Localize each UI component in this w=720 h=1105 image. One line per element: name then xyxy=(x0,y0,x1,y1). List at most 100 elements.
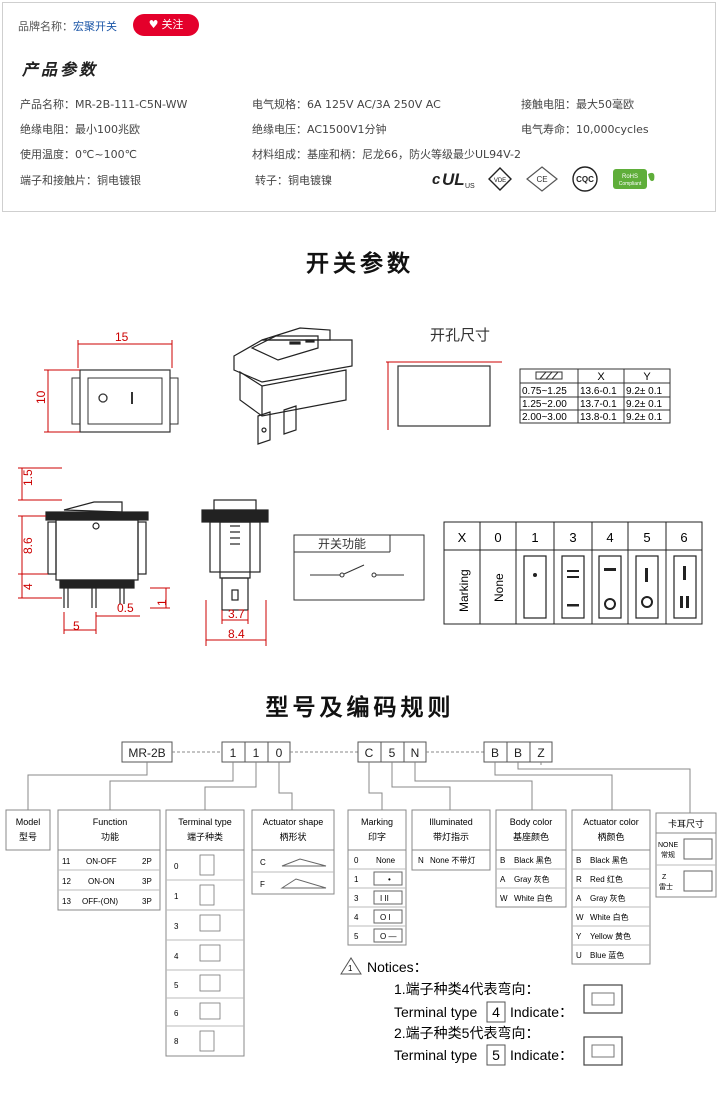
svg-text:C: C xyxy=(365,746,374,760)
svg-text:13: 13 xyxy=(62,897,71,906)
svg-text:1: 1 xyxy=(531,530,538,545)
svg-text:W: W xyxy=(500,894,508,903)
svg-text:3P: 3P xyxy=(142,897,152,906)
svg-text:13.7-0.1: 13.7-0.1 xyxy=(580,399,617,410)
svg-text:N: N xyxy=(418,856,424,865)
end-view-drawing xyxy=(201,499,269,611)
svg-text:0: 0 xyxy=(354,856,359,865)
svg-text:I II: I II xyxy=(380,894,389,903)
svg-text:Terminal type: Terminal type xyxy=(178,817,232,827)
svg-text:1: 1 xyxy=(348,964,353,973)
svg-text:8.6: 8.6 xyxy=(21,537,35,554)
spec-electrical: 电气规格：6A 125V AC/3A 250V AC xyxy=(252,98,441,111)
svg-text:0.75~1.25: 0.75~1.25 xyxy=(522,386,567,397)
spec-electrical-life: 电气寿命：10,000cycles xyxy=(521,123,649,136)
svg-text:9.2± 0.1: 9.2± 0.1 xyxy=(626,412,663,423)
svg-text:US: US xyxy=(465,183,475,190)
svg-text:Function: Function xyxy=(93,817,128,827)
svg-text:3: 3 xyxy=(174,922,179,931)
svg-text:5: 5 xyxy=(389,746,396,760)
svg-text:5: 5 xyxy=(73,619,80,633)
svg-text:0: 0 xyxy=(276,746,283,760)
switch-params-title: 开关参数 xyxy=(306,251,414,277)
svg-text:0: 0 xyxy=(494,530,501,545)
svg-text:O I: O I xyxy=(380,913,391,922)
front-view-drawing xyxy=(44,340,179,433)
spec-insulation-resistance: 绝缘电阻：最小100兆欧 xyxy=(20,123,140,136)
svg-text:柄形状: 柄形状 xyxy=(279,831,306,842)
svg-text:U: U xyxy=(576,951,582,960)
spec-product-name: 产品名称：MR-2B-111-C5N-WW xyxy=(20,98,188,111)
cutout-table: X Y 0.75~1.25 13.6-0.1 9.2± 0.1 1.25~2.0… xyxy=(519,368,671,424)
dim-15: 15 xyxy=(115,330,129,344)
svg-text:3.7: 3.7 xyxy=(228,607,245,621)
brand-link[interactable]: 宏聚开关 xyxy=(73,20,117,33)
svg-text:Y: Y xyxy=(643,371,651,383)
svg-text:B: B xyxy=(514,746,522,760)
svg-text:Marking: Marking xyxy=(361,817,393,827)
svg-text:OFF-(ON): OFF-(ON) xyxy=(82,897,118,906)
svg-text:B: B xyxy=(491,746,499,760)
marking-table: X 0 1 3 4 5 6 Marking None xyxy=(443,521,703,625)
svg-text:Gray 灰色: Gray 灰色 xyxy=(514,874,550,884)
svg-text:Z: Z xyxy=(662,874,667,881)
side-view-drawing xyxy=(45,501,149,608)
svg-text:Actuator shape: Actuator shape xyxy=(263,817,324,827)
follow-button[interactable]: ♥关注 xyxy=(133,14,199,36)
svg-text:c: c xyxy=(432,171,441,188)
spec-contact-resistance: 接触电阻：最大50毫欧 xyxy=(521,98,634,111)
svg-text:3P: 3P xyxy=(142,877,152,886)
svg-text:B: B xyxy=(500,856,505,865)
vde-icon: VDE xyxy=(487,166,513,192)
svg-text:X: X xyxy=(597,371,605,383)
spec-rotor: 转子：铜电镀镍 xyxy=(255,174,332,187)
svg-text:雷士: 雷士 xyxy=(659,882,673,891)
svg-text:Model: Model xyxy=(16,817,41,827)
svg-text:Indicate：: Indicate： xyxy=(510,1047,573,1063)
svg-text:11: 11 xyxy=(62,857,71,866)
svg-text:1: 1 xyxy=(253,746,260,760)
svg-text:5: 5 xyxy=(643,530,650,545)
svg-text:4: 4 xyxy=(354,913,359,922)
svg-text:2.00~3.00: 2.00~3.00 xyxy=(522,412,567,423)
svg-text:4: 4 xyxy=(606,530,613,545)
svg-text:12: 12 xyxy=(62,877,71,886)
svg-text:6: 6 xyxy=(174,1009,179,1018)
spec-temperature: 使用温度：0℃~100℃ xyxy=(20,148,137,161)
svg-text:O —: O — xyxy=(380,932,396,941)
svg-text:White 白色: White 白色 xyxy=(514,893,553,903)
svg-text:Yellow 黄色: Yellow 黄色 xyxy=(590,931,631,941)
svg-text:ON-ON: ON-ON xyxy=(88,877,115,886)
svg-text:Body color: Body color xyxy=(510,817,553,827)
svg-text:2.端子种类5代表弯向：: 2.端子种类5代表弯向： xyxy=(394,1025,539,1041)
svg-text:Gray 灰色: Gray 灰色 xyxy=(590,893,626,903)
section-title: 产品参数 xyxy=(22,60,99,79)
svg-text:Marking: Marking xyxy=(457,569,471,612)
switch-dimension-drawings: 15 10 开孔尺寸 X Y 0.75~1.25 13.6-0.1 9.2± 0… xyxy=(18,327,703,646)
svg-text:8.4: 8.4 xyxy=(228,627,245,641)
svg-text:CE: CE xyxy=(536,175,547,184)
brand-row: 品牌名称：宏聚开关 xyxy=(18,18,117,34)
svg-text:RoHS: RoHS xyxy=(622,174,638,180)
svg-text:A: A xyxy=(576,894,582,903)
switch-3d-drawing xyxy=(233,327,353,445)
svg-text:9.2± 0.1: 9.2± 0.1 xyxy=(626,386,663,397)
cutout-title: 开孔尺寸 xyxy=(430,327,490,344)
svg-text:Blue 蓝色: Blue 蓝色 xyxy=(590,950,624,960)
model-code-title: 型号及编码规则 xyxy=(265,695,455,721)
svg-text:Z: Z xyxy=(537,746,544,760)
dim-10: 10 xyxy=(34,390,48,404)
svg-text:White 白色: White 白色 xyxy=(590,912,629,922)
svg-text:Black 黑色: Black 黑色 xyxy=(514,855,552,865)
svg-text:ON-OFF: ON-OFF xyxy=(86,857,117,866)
switch-function-diagram: 开关功能 xyxy=(293,534,425,601)
svg-text:W: W xyxy=(576,913,584,922)
svg-text:Notices：: Notices： xyxy=(367,959,428,975)
code-prefix: MR-2B xyxy=(128,746,165,760)
svg-text:R: R xyxy=(576,875,582,884)
svg-text:1.25~2.00: 1.25~2.00 xyxy=(522,399,567,410)
svg-text:13.6-0.1: 13.6-0.1 xyxy=(580,386,617,397)
heart-icon: ♥ xyxy=(148,18,159,31)
